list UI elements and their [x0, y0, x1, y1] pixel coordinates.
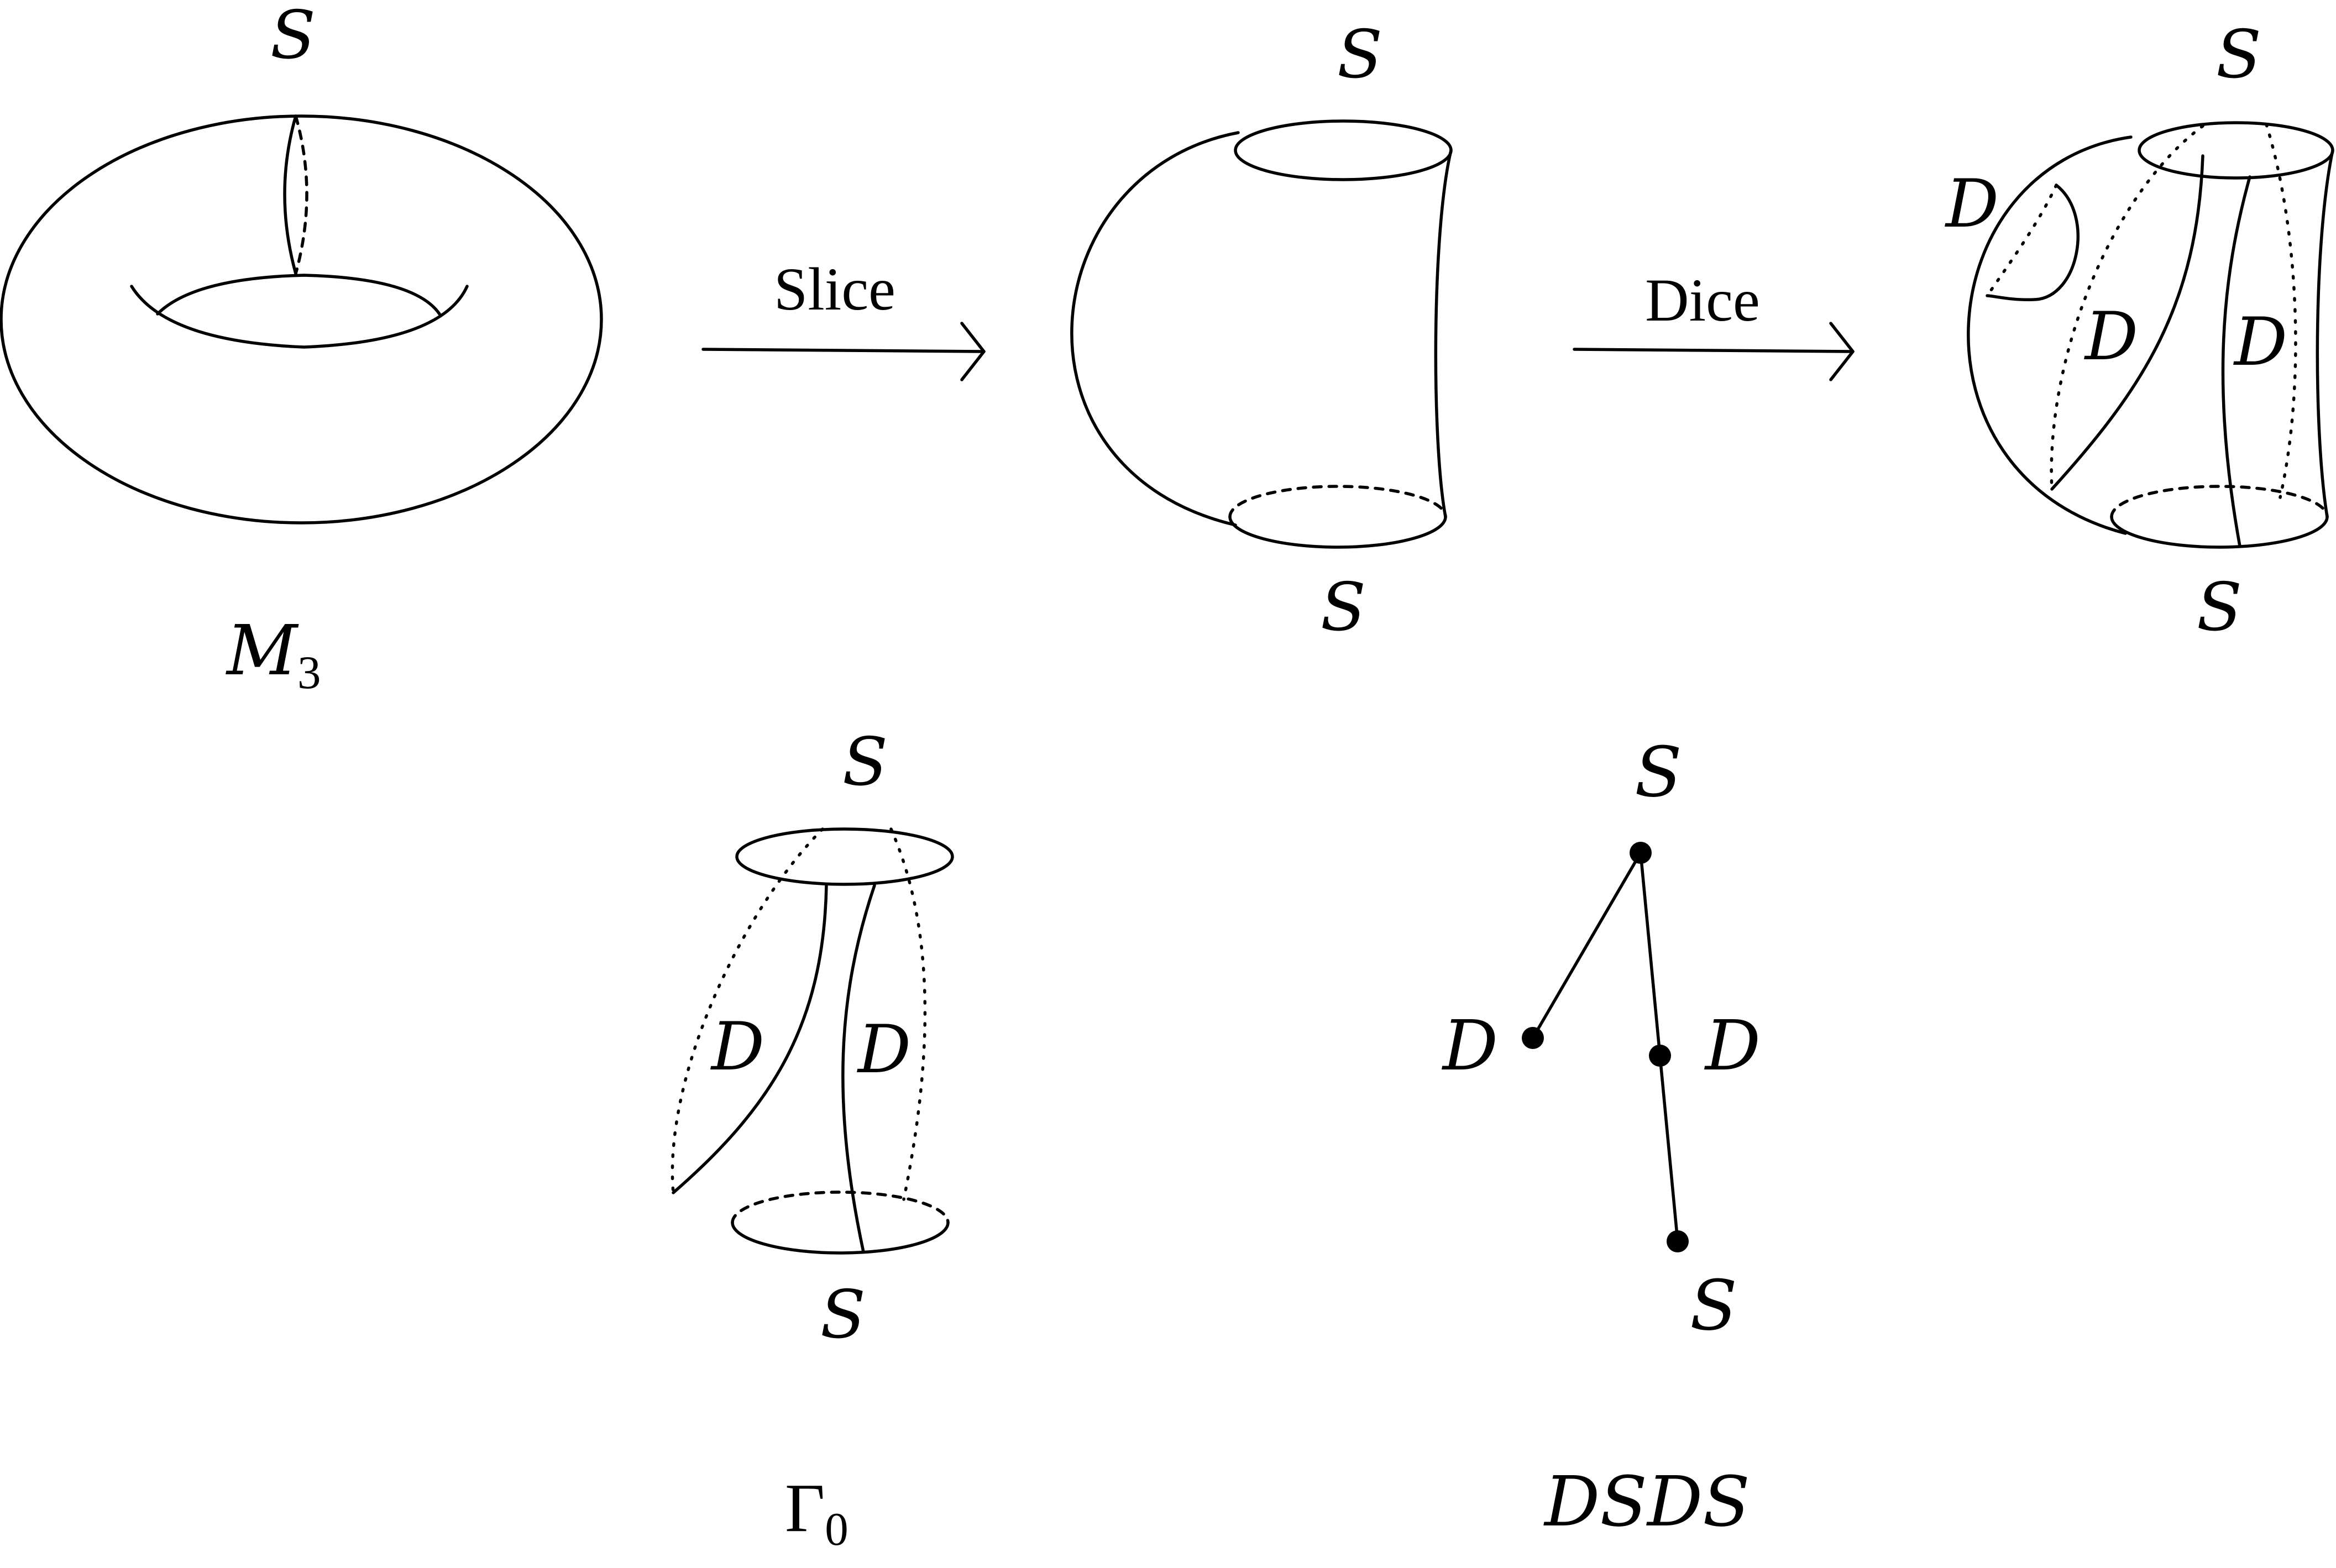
gamma-top-boundary [735, 827, 954, 886]
gamma-bottom-S-label: S [820, 1277, 866, 1354]
diced-cut-1-front [2050, 154, 2204, 491]
gamma-bottom-front [731, 1221, 950, 1255]
diced-bottom-back [2110, 485, 2329, 518]
diced-D-label-3: D [2233, 304, 2287, 381]
gamma-D-label-1: D [710, 1009, 764, 1085]
torus-hole-lower-arc [156, 274, 441, 316]
sliced-outer-curve [1070, 131, 1240, 527]
torus-outer-boundary [0, 114, 603, 525]
sliced-bottom-back [1228, 485, 1447, 518]
manifold-label: M3 [226, 611, 321, 699]
diced-D-label-1: D [1945, 166, 1999, 243]
gamma-zero-piece: D D S S Γ0 [671, 724, 954, 1555]
gamma-subscript: 0 [825, 1503, 848, 1555]
graph-node-top-S [1630, 842, 1652, 864]
dsds-graph: S D D S DSDS [1442, 732, 1761, 1542]
graph-edge-top-middle [1639, 851, 1662, 1057]
gamma-D-label-2: D [857, 1011, 911, 1088]
manifold-name: M [226, 611, 299, 691]
slice-arrow-label: Slice [774, 255, 895, 323]
diced-D-label-2: D [2084, 298, 2138, 375]
dice-arrow-label: Dice [1645, 266, 1760, 334]
torus-cut-circle-back [294, 114, 308, 275]
slice-arrow-head [960, 322, 986, 381]
gamma-cut-2-front [841, 884, 876, 1254]
graph-left-D-label: D [1442, 1006, 1498, 1086]
diced-cut-2-back [2265, 123, 2297, 499]
slice-arrow-shaft [701, 348, 986, 353]
graph-edge-top-left [1531, 851, 1642, 1040]
manifold-subscript: 3 [297, 647, 321, 699]
gamma-label: Γ0 [785, 1470, 848, 1555]
torus-hole-upper-arc [130, 285, 469, 349]
sliced-top-boundary [1234, 119, 1453, 181]
gamma-bottom-back [731, 1191, 950, 1224]
diced-surface: D D D S S [1945, 17, 2334, 646]
graph-node-bottom-S [1667, 1230, 1689, 1252]
sliced-bottom-front [1228, 515, 1447, 549]
gamma-cut-2-back [889, 827, 927, 1201]
graph-name-label: DSDS [1543, 1462, 1750, 1542]
graph-right-D-label: D [1704, 1006, 1761, 1086]
sliced-top-S-label: S [1337, 17, 1382, 93]
slice-arrow: Slice [701, 255, 986, 381]
torus-m3: S M3 [0, 0, 603, 699]
diced-top-S-label: S [2216, 17, 2261, 93]
diced-bottom-front [2110, 515, 2329, 549]
graph-node-right-D [1649, 1045, 1671, 1067]
diced-bottom-S-label: S [2197, 569, 2242, 646]
gamma-cut-1-front [672, 884, 828, 1194]
sliced-surface: S S [1070, 17, 1453, 646]
torus-S-label: S [270, 0, 316, 74]
diced-right-wall [2316, 149, 2334, 518]
torus-cut-circle-front [283, 114, 297, 275]
graph-edge-middle-bottom [1658, 1054, 1679, 1243]
diced-cut-2-front [2221, 175, 2251, 548]
diced-outer-curve [1967, 135, 2133, 535]
graph-bottom-S-label: S [1690, 1266, 1737, 1346]
gamma-name: Γ [785, 1470, 825, 1546]
graph-top-S-label: S [1635, 732, 1682, 812]
dice-arrow-head [1829, 322, 1855, 381]
sliced-bottom-S-label: S [1321, 569, 1366, 646]
dice-arrow: Dice [1573, 266, 1855, 381]
gamma-top-S-label: S [842, 724, 888, 801]
diced-top-boundary [2138, 121, 2334, 180]
diced-disk-cap-front [1986, 183, 2080, 302]
sliced-right-wall [1434, 149, 1453, 518]
dice-arrow-shaft [1573, 348, 1855, 353]
graph-node-left-D [1522, 1027, 1544, 1049]
